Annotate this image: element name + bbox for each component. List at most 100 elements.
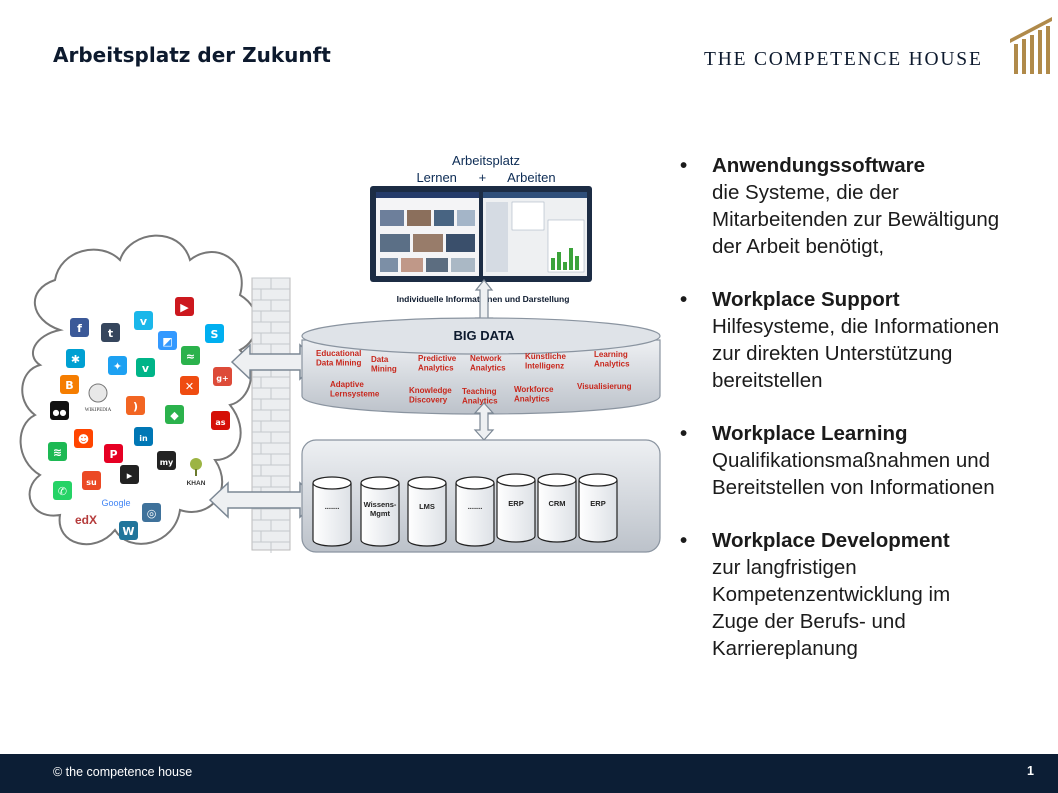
footer-copyright: © the competence house	[53, 765, 193, 779]
bullet-text-line: Kompetenzentwicklung im	[712, 583, 951, 606]
video-icon: ▸	[120, 465, 139, 484]
workplace-screen: Arbeitsplatz Lernen + Arbeiten	[370, 153, 592, 282]
database-label: Wissens-Mgmt	[364, 500, 397, 518]
wordpress-icon: W	[119, 521, 138, 540]
reddit-icon: ☻	[74, 429, 93, 448]
brand-logo-mark-icon	[1010, 17, 1052, 74]
bullet-dot: •	[680, 529, 688, 552]
bullet-heading: Anwendungssoftware	[712, 154, 925, 177]
svg-text:✦: ✦	[113, 360, 122, 373]
bullet-text-line: Zuge der Berufs- und	[712, 610, 906, 633]
svg-text:≈: ≈	[186, 350, 195, 363]
page-title: Arbeitsplatz der Zukunft	[53, 43, 331, 67]
rss-icon: )	[126, 396, 145, 415]
svg-text:▸: ▸	[127, 469, 133, 482]
facebook-icon: f	[70, 318, 89, 337]
instagram-icon: ◎	[142, 503, 161, 522]
svg-text:WIKIPEDIA: WIKIPEDIA	[85, 408, 112, 413]
svg-text:as: as	[215, 418, 225, 427]
svg-text:f: f	[77, 322, 82, 335]
bullet-text-line: zur langfristigen	[712, 556, 857, 579]
database-cylinder: .......	[312, 476, 352, 547]
bullet-dot: •	[680, 288, 688, 311]
svg-text:✱: ✱	[71, 353, 80, 366]
youtube-icon: ▶	[175, 297, 194, 316]
google-icon: Google	[101, 498, 130, 508]
database-label: .......	[325, 502, 340, 511]
bullet-text-line: Qualifikationsmaßnahmen und	[712, 449, 991, 472]
bullet-text-line: Mitarbeitenden zur Bewältigung	[712, 208, 1000, 231]
svg-text:my: my	[160, 458, 174, 467]
pinterest-icon: P	[104, 444, 123, 463]
stumbleupon-icon: su	[82, 471, 101, 490]
edx-icon: edX	[75, 513, 97, 527]
bullet-text-line: Hilfesysteme, die Informationen	[712, 315, 1000, 338]
bullet-text-line: Bereitstellen von Informationen	[712, 476, 995, 499]
bullet-heading: Workplace Support	[712, 288, 900, 311]
bullet-text-line: die Systeme, die der	[712, 181, 899, 204]
svg-text:t: t	[108, 327, 113, 340]
footer-bar: © the competence house 1	[0, 754, 1058, 793]
svg-text:): )	[133, 400, 138, 413]
svg-text:in: in	[139, 434, 148, 443]
database-label: ERP	[590, 499, 605, 508]
svg-text:☻: ☻	[78, 433, 89, 446]
tumblr-icon: t	[101, 323, 120, 342]
database-cylinder: CRM	[537, 473, 577, 543]
svg-text:v: v	[142, 362, 150, 375]
bullet-dot: •	[680, 422, 688, 445]
big-data-item: Visualisierung	[577, 382, 632, 391]
bullet-text-line: zur direkten Unterstützung	[712, 342, 953, 365]
database-label: LMS	[419, 502, 435, 511]
googleplus-icon: g+	[213, 367, 232, 386]
bullet-heading: Workplace Development	[712, 529, 950, 552]
lastfm-icon: as	[211, 411, 230, 430]
svg-text:◎: ◎	[147, 507, 157, 520]
khan-academy-icon: KHAN	[187, 458, 206, 487]
database-cylinder: ERP	[496, 473, 536, 543]
database-cylinder: Wissens-Mgmt	[360, 476, 400, 547]
bullet-text-line: bereitstellen	[712, 369, 823, 392]
database-cylinder: .......	[455, 476, 495, 547]
myspace-icon: my	[157, 451, 176, 470]
bullet-text-line: der Arbeit benötigt,	[712, 235, 885, 258]
linkedin-icon: in	[134, 427, 153, 446]
twitter-icon: ✦	[108, 356, 127, 375]
skype-icon: S	[205, 324, 224, 343]
screen-caption-line1: Arbeitsplatz	[452, 153, 520, 168]
screen-caption-line2: Lernen + Arbeiten	[416, 170, 555, 185]
whatsapp-icon: ✆	[53, 481, 72, 500]
database-cylinder: ERP	[578, 473, 618, 543]
svg-text:P: P	[109, 448, 117, 461]
svg-text:✕: ✕	[185, 380, 194, 393]
svg-text:Google: Google	[101, 498, 130, 508]
svg-text:◩: ◩	[162, 335, 172, 348]
page-number: 1	[1027, 764, 1034, 778]
bullet-text-line: Karriereplanung	[712, 637, 858, 660]
svg-text:su: su	[86, 478, 97, 487]
big-data-title: BIG DATA	[454, 328, 516, 343]
flickr-icon: ●●	[50, 401, 69, 420]
svg-text:edX: edX	[75, 513, 97, 527]
svg-text:≋: ≋	[53, 446, 62, 459]
delicious-icon: ◩	[158, 331, 177, 350]
svg-text:●●: ●●	[53, 408, 67, 417]
bullet-heading: Workplace Learning	[712, 422, 908, 445]
feedly-icon: ≈	[181, 346, 200, 365]
svg-text:▶: ▶	[180, 301, 189, 314]
svg-text:B: B	[65, 379, 73, 392]
